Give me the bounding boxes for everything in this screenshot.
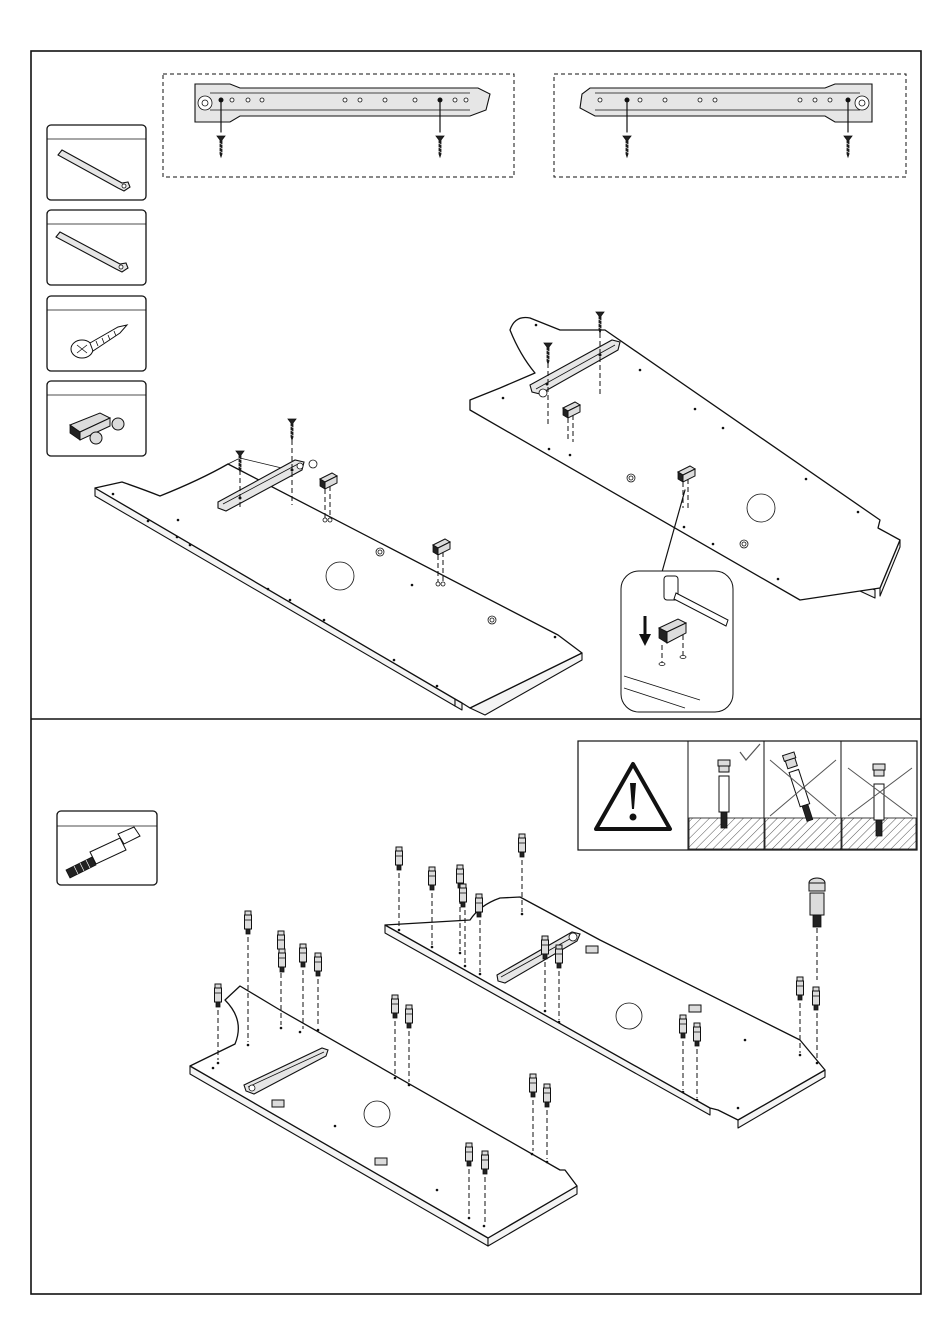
cam-insert-detail	[621, 571, 733, 712]
rail-screw-detail-right	[554, 74, 906, 177]
parts-legend-top	[47, 125, 146, 456]
cam-bolt-icon	[300, 944, 307, 1029]
legend-wood-screw	[47, 296, 146, 371]
cam-fitting-icon	[320, 473, 337, 489]
legend-cam-fitting	[47, 381, 146, 456]
cam-bolt-icon	[406, 1005, 413, 1082]
cam-bolt-icon	[315, 953, 322, 1027]
cam-bolt-large-icon	[809, 878, 825, 980]
board-left-top	[95, 419, 582, 715]
cam-fitting-icon	[375, 1158, 387, 1165]
cam-fitting-icon	[586, 946, 598, 953]
cam-bolt-icon	[279, 949, 286, 972]
top-step	[47, 74, 906, 715]
cam-bolt-icon	[392, 995, 399, 1075]
board-right-top	[470, 312, 900, 600]
legend-cam-bolt	[57, 811, 157, 885]
board-right-bottom	[385, 834, 825, 1128]
cam-fitting-icon	[272, 1100, 284, 1107]
screw-icon	[436, 136, 444, 157]
cam-bolt-icon	[215, 984, 222, 1060]
screw-icon	[623, 136, 631, 157]
legend-drawer-rail-left	[47, 125, 146, 200]
legend-drawer-rail-right	[47, 210, 146, 285]
cam-fitting-icon	[433, 539, 450, 555]
cam-bolt-icon	[813, 987, 820, 1061]
cam-bolt-icon	[544, 1084, 551, 1159]
bottom-step	[57, 741, 917, 1246]
cam-bolt-icon	[530, 1074, 537, 1151]
cam-bolt-icon	[396, 847, 403, 928]
warning-panel	[578, 741, 917, 850]
drawer-rail-right-icon	[580, 84, 872, 122]
screw-icon	[844, 136, 852, 157]
cam-fitting-icon	[689, 1005, 701, 1012]
screw-icon	[217, 136, 225, 157]
rail-screw-detail-left	[163, 74, 514, 177]
screw-icon	[288, 419, 296, 440]
drawer-rail-left-icon	[195, 84, 490, 122]
